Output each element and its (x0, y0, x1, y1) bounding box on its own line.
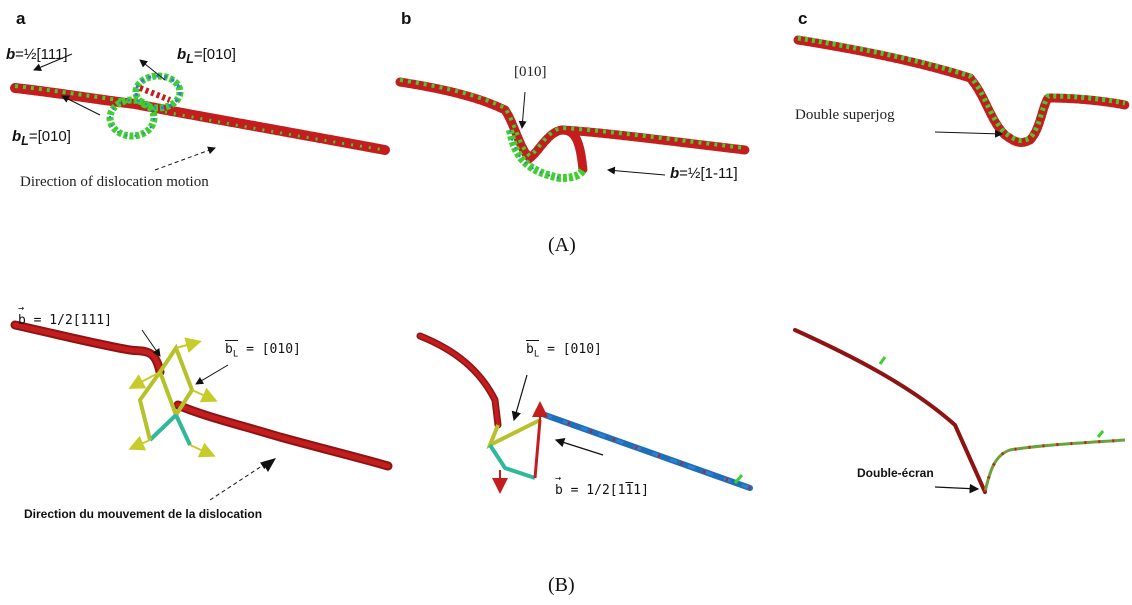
label-bl-a-top: bL=[010] (177, 46, 236, 66)
panel-b-dislocation (395, 77, 750, 183)
panel-letter-b: b (401, 9, 412, 28)
label-direction-french: Direction du mouvement de la dislocation (24, 507, 263, 521)
label-direction-motion: Direction of dislocation motion (20, 174, 209, 190)
label-double-superjog: Double superjog (795, 107, 895, 123)
group-label-b: (B) (548, 574, 575, 596)
label-burgers-a: b=½[111] (6, 46, 68, 63)
label-bl-ddd-left: bL = [010] (225, 340, 301, 360)
panel-b-right-dislocation (793, 328, 1126, 494)
panel-letter-c: c (798, 9, 808, 28)
label-burgers-ddd-middle: b→ = 1/2[111] (555, 473, 649, 498)
label-burgers-b: b=½[1-11] (670, 165, 738, 182)
panel-b-left-dislocation (10, 320, 393, 501)
label-010-b: [010] (514, 64, 547, 80)
panel-b-middle-dislocation (416, 332, 753, 494)
label-bl-ddd-middle: bL = [010] (526, 340, 602, 360)
label-bl-a-bottom: bL=[010] (12, 128, 71, 148)
panel-c-dislocation (793, 35, 1130, 147)
group-label-a: (A) (548, 234, 576, 256)
panel-a-dislocation (10, 53, 390, 171)
label-double-ecran: Double-écran (857, 466, 934, 480)
panel-letter-a: a (16, 9, 26, 28)
label-burgers-ddd-left: b→ = 1/2[111] (18, 303, 112, 328)
